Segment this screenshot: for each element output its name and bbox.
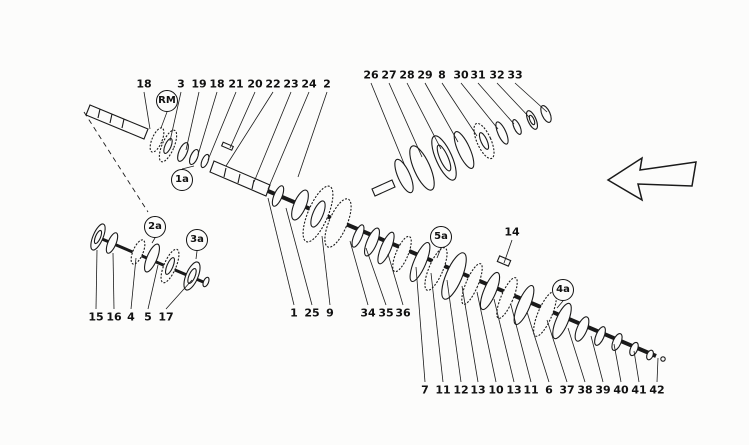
leader-line (151, 237, 156, 244)
leader-line (321, 235, 331, 306)
leader-line (436, 247, 442, 259)
leader-line (169, 91, 182, 142)
leader-line (510, 304, 532, 383)
axis-dashed-line (83, 111, 149, 213)
leader-line (267, 91, 310, 190)
layshaft-drawing (90, 223, 210, 291)
leader-line (185, 91, 200, 151)
leader-line (446, 279, 462, 383)
leader-line (430, 272, 444, 383)
leader-line (285, 207, 313, 306)
leader-line (590, 335, 604, 383)
leader-line (546, 319, 568, 383)
leader-line (229, 91, 256, 149)
leader-line (297, 91, 328, 178)
leader-line (415, 266, 426, 383)
leader-line (147, 264, 159, 310)
leader-line (197, 91, 218, 156)
leader-line (406, 82, 442, 150)
leader-line (267, 197, 295, 306)
leader-line (461, 285, 479, 383)
leader-line (493, 298, 515, 383)
leader-line (503, 239, 513, 264)
leader-line (526, 311, 550, 383)
leader-line (225, 91, 274, 167)
leader-line (181, 165, 195, 170)
input-shaft-drawing (85, 104, 235, 169)
leader-line (165, 279, 193, 310)
leader-line (613, 343, 622, 383)
leader-line (95, 249, 98, 310)
leader-line (365, 247, 387, 306)
direction-arrow (606, 156, 697, 202)
leader-line (370, 82, 406, 167)
leader-line (253, 91, 292, 183)
leader-line (195, 250, 198, 260)
leader-line (496, 82, 531, 119)
leader-line (143, 91, 151, 130)
leader-line (349, 240, 369, 306)
leader-line (160, 111, 168, 129)
leader-line (656, 357, 659, 383)
main-shaft-drawing (209, 160, 666, 362)
leader-line (441, 82, 478, 137)
leader-line (207, 91, 237, 161)
leader-line (387, 253, 404, 306)
leader-line (633, 350, 640, 383)
leader-line (130, 257, 137, 310)
leader-line (556, 300, 564, 309)
leader-line (112, 252, 115, 310)
leader-line (477, 82, 515, 125)
leader-line (514, 82, 548, 113)
leader-line (388, 82, 423, 158)
retaining-clip-drawing (496, 255, 512, 267)
leader-line (424, 82, 459, 143)
leader-line (460, 82, 499, 130)
leader-line (476, 291, 497, 383)
bearing-assembly-drawing (371, 105, 552, 197)
leader-line (567, 327, 586, 383)
